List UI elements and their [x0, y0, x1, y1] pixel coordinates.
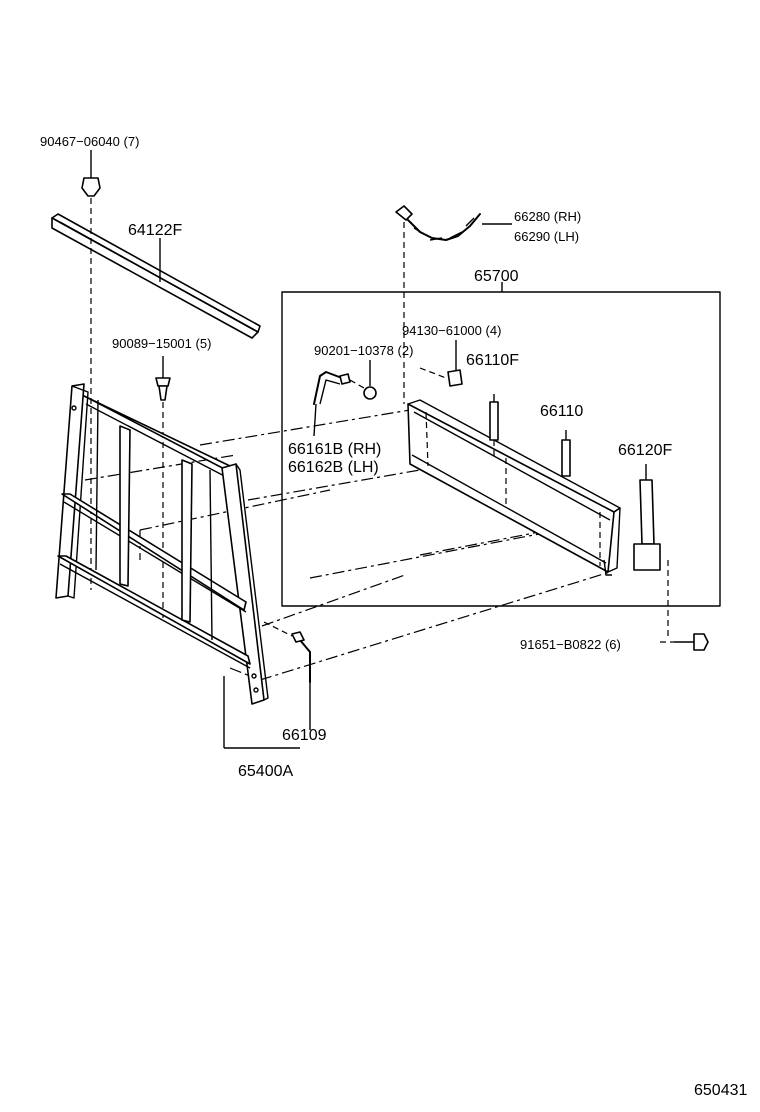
label-65700: 65700: [474, 268, 519, 285]
frame-65400a: [55, 383, 300, 749]
washer-90201: [363, 360, 377, 400]
label-66120f: 66120F: [618, 442, 672, 459]
screw-90089: [155, 356, 171, 620]
clip-90467: [81, 150, 101, 590]
pin-66161b: [313, 371, 365, 437]
hinge-66120f: [633, 464, 669, 636]
side-gate-66110: [407, 399, 621, 576]
label-66280-rh: 66280 (RH): [514, 209, 581, 224]
bolt-91651: [660, 633, 709, 651]
chain-66280: [395, 205, 512, 404]
label-66110f: 66110F: [466, 352, 519, 369]
label-66161b-rh: 66161B (RH): [288, 441, 381, 458]
label-94130-61000: 94130−61000 (4): [402, 323, 501, 338]
guard-64122f: [51, 213, 261, 339]
label-65400a: 65400A: [238, 763, 293, 780]
nut-94130: [419, 340, 463, 387]
hinge-66110: [561, 430, 571, 477]
label-66110: 66110: [540, 403, 583, 420]
hinge-66110f: [489, 394, 499, 458]
label-90201-10378: 90201−10378 (2): [314, 343, 413, 358]
label-90089-15001: 90089−15001 (5): [112, 336, 211, 351]
label-66162b-lh: 66162B (LH): [288, 459, 379, 476]
label-91651-b0822: 91651−B0822 (6): [520, 637, 621, 652]
label-66290-lh: 66290 (LH): [514, 229, 579, 244]
bed-floor-outline: [84, 409, 611, 681]
group-box-65700: [281, 282, 721, 607]
label-64122f: 64122F: [128, 222, 182, 239]
pin-66109: [263, 621, 311, 730]
label-66109: 66109: [282, 727, 327, 744]
label-90467-06040: 90467−06040 (7): [40, 134, 139, 149]
figure-code: 650431: [694, 1082, 747, 1099]
